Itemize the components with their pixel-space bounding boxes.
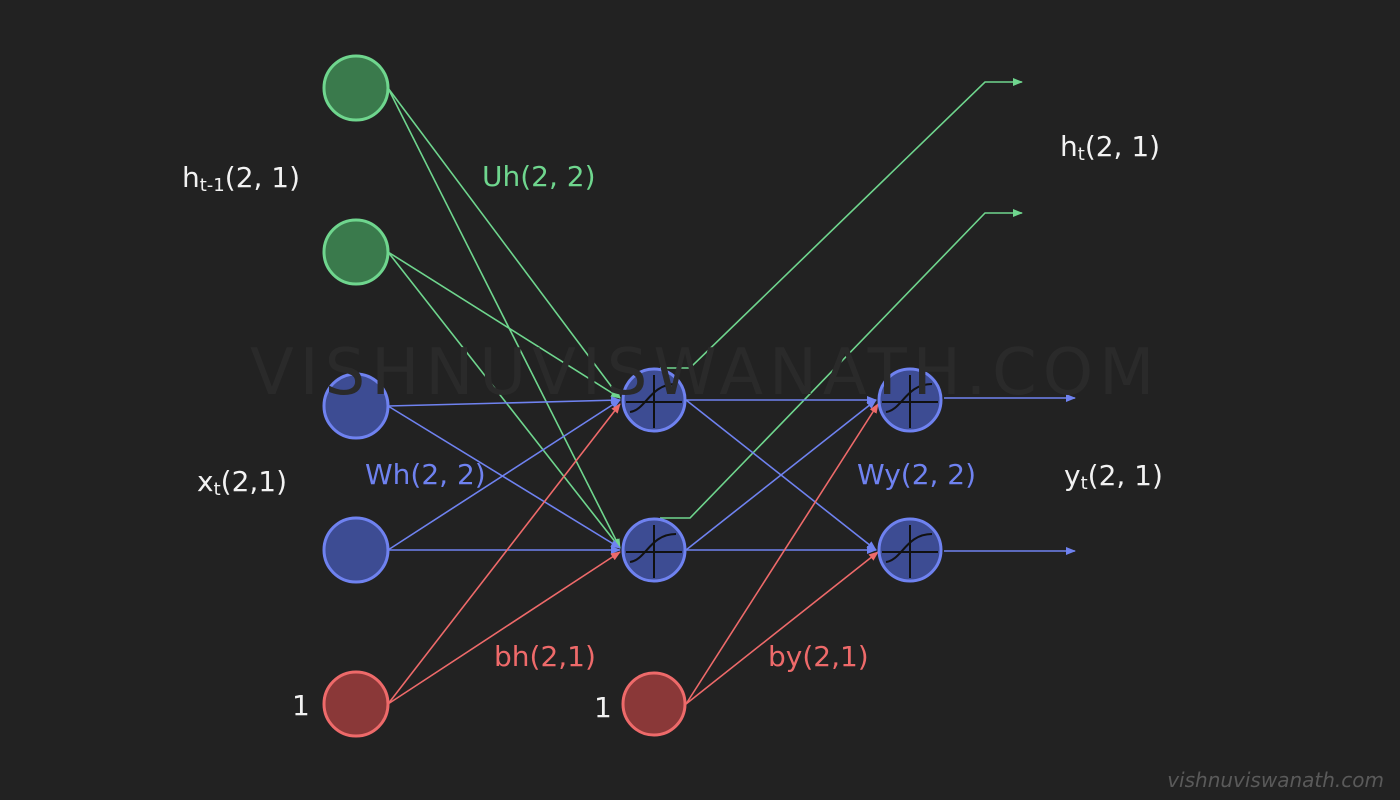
x-t-label: xt(2,1) bbox=[197, 465, 288, 500]
h-prev-node-2 bbox=[322, 218, 390, 286]
yt-output-connections bbox=[944, 394, 1076, 555]
h-prev-node-1 bbox=[322, 54, 390, 122]
activation-icon bbox=[626, 375, 682, 428]
hidden-node-2 bbox=[621, 517, 687, 583]
activation-icon bbox=[626, 525, 682, 578]
bias-connections bbox=[387, 403, 879, 705]
by-label: by(2,1) bbox=[768, 640, 869, 673]
ht-output-connections bbox=[660, 78, 1023, 519]
h-t-label: ht(2, 1) bbox=[1060, 130, 1161, 165]
x-node-1 bbox=[322, 372, 390, 440]
output-node-1 bbox=[877, 367, 943, 433]
uh-connections bbox=[387, 87, 621, 549]
watermark: VISHNUVISWANATH.COM bbox=[250, 336, 1161, 410]
wy-label: Wy(2, 2) bbox=[857, 458, 977, 491]
hidden-node-1 bbox=[621, 367, 687, 433]
wy-connections bbox=[685, 396, 877, 554]
activation-icon bbox=[882, 375, 938, 428]
y-t-label: yt(2, 1) bbox=[1064, 459, 1163, 494]
bias-node-hidden bbox=[621, 671, 687, 737]
activation-icon bbox=[882, 525, 938, 578]
output-node-2 bbox=[877, 517, 943, 583]
bias-input-label: 1 bbox=[292, 689, 310, 722]
h-prev-label: ht-1(2, 1) bbox=[182, 161, 301, 196]
bias-hidden-label: 1 bbox=[594, 691, 612, 724]
bias-node-input bbox=[322, 670, 390, 738]
x-node-2 bbox=[322, 516, 390, 584]
wh-connections bbox=[387, 396, 621, 554]
wh-label: Wh(2, 2) bbox=[365, 458, 486, 491]
credit-text: vishnuviswanath.com bbox=[1167, 768, 1384, 792]
uh-label: Uh(2, 2) bbox=[482, 160, 596, 193]
bh-label: bh(2,1) bbox=[494, 640, 596, 673]
